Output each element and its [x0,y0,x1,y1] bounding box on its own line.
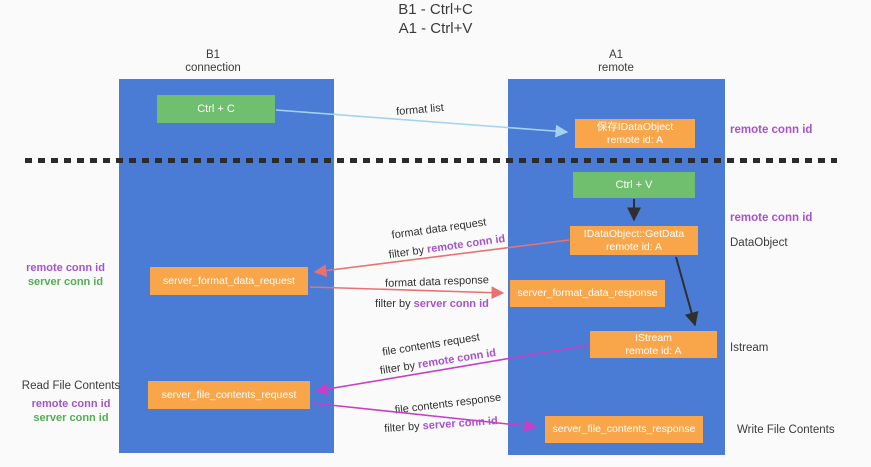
column-header-a1: A1 remote [546,49,686,75]
legend-conn-ids-bottom: remote conn id server conn id [19,397,123,425]
label-istream: Istream [730,342,769,354]
label-dataobject: DataObject [730,237,788,249]
dashed-divider [25,158,837,163]
column-b1-name: B1 [205,49,221,61]
filter-prefix: filter by [383,420,424,435]
filter-prefix: filter by [379,359,420,378]
node-idataobject-getdata: IDataObject::GetData remote id: A [570,226,698,255]
node-getdata-line1: IDataObject::GetData [583,227,685,240]
node-file-response-label: server_file_contents_response [552,423,696,435]
node-server-format-data-request: server_format_data_request [150,267,308,295]
node-format-response-label: server_format_data_response [517,287,658,299]
node-save-idataobject-line2: remote id: A [606,133,664,146]
flow-label-format-list: format list [395,101,445,119]
flow-label-file-contents-response: file contents response [394,391,502,417]
node-ctrl-v: Ctrl + V [573,172,695,198]
column-a1-role: remote [598,62,634,74]
node-server-format-data-response: server_format_data_response [510,280,665,307]
label-write-file-contents: Write File Contents [737,424,835,436]
node-getdata-line2: remote id: A [605,240,663,253]
title-line-2: A1 - Ctrl+V [398,20,473,37]
legend-bottom-server-conn-id: server conn id [33,412,109,424]
legend-top-remote-conn-id: remote conn id [26,262,105,274]
node-file-request-label: server_file_contents_request [161,388,297,401]
node-ctrl-c: Ctrl + C [157,95,275,123]
legend-bottom-remote-conn-id: remote conn id [31,398,111,410]
filter-id: server conn id [413,298,489,310]
flow-label-format-data-response: format data response [384,274,490,290]
filter-id: server conn id [422,415,499,433]
title-line-1: B1 - Ctrl+C [398,1,473,18]
node-istream: IStream remote id: A [590,331,717,358]
filter-prefix: filter by [375,298,414,310]
node-ctrl-v-label: Ctrl + V [615,179,653,191]
label-remote-conn-id-top: remote conn id [730,124,813,136]
column-b1-role: connection [185,62,241,74]
node-istream-line1: IStream [635,331,672,344]
column-header-b1: B1 connection [143,49,283,75]
legend-top-server-conn-id: server conn id [27,276,104,288]
column-a1-name: A1 [608,49,624,61]
label-remote-conn-id-mid: remote conn id [730,212,813,224]
legend-conn-ids-top: remote conn id server conn id [18,261,113,289]
flow-label-file-response-filter: filter by server conn id [384,415,498,435]
node-format-request-label: server_format_data_request [163,274,295,287]
node-ctrl-c-label: Ctrl + C [197,103,235,115]
node-istream-line2: remote id: A [625,344,682,357]
filter-id: remote conn id [426,232,506,256]
diagram-title: B1 - Ctrl+C A1 - Ctrl+V [0,0,871,38]
node-save-idataobject: 保存IDataObject remote id: A [575,119,695,148]
node-server-file-contents-request: server_file_contents_request [148,381,310,409]
filter-prefix: filter by [388,243,428,262]
node-server-file-contents-response: server_file_contents_response [545,416,703,443]
label-read-file-contents: Read File Contents [21,380,121,392]
flow-label-format-response-filter: filter by server conn id [375,298,489,310]
node-save-idataobject-line1: 保存IDataObject [596,120,674,133]
